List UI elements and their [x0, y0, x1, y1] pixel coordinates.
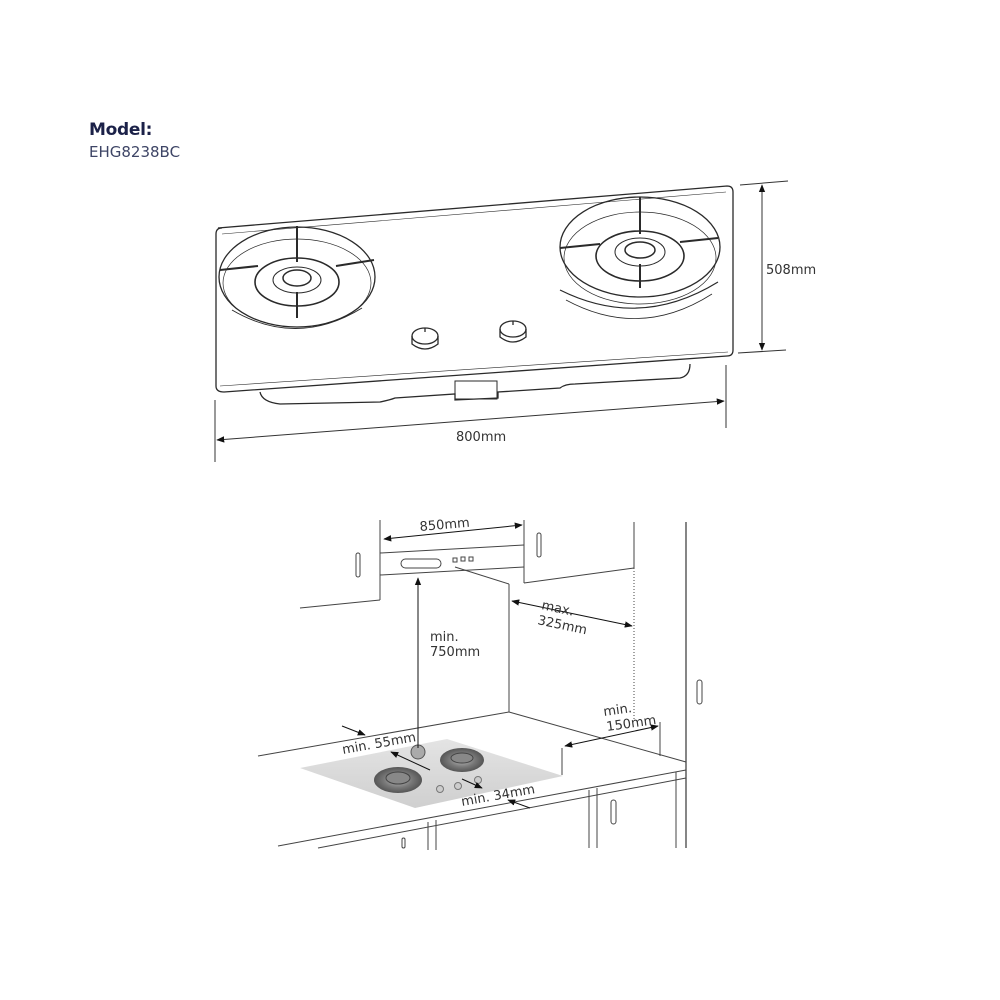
- control-knob-right: [499, 320, 527, 343]
- burner-right: [559, 196, 721, 320]
- control-knob-left: [411, 327, 439, 350]
- side-max-label-1: max.: [540, 598, 575, 619]
- dim-34-line: [461, 778, 483, 789]
- dimension-depth: [737, 180, 789, 354]
- installed-hob: [300, 739, 563, 808]
- side-min-label-2: 150mm: [605, 713, 657, 735]
- hood-height-label-1: min.: [430, 630, 459, 645]
- dim-850-line: [383, 522, 523, 542]
- hob-top-plate: [215, 185, 734, 393]
- side-min-label-1: min.: [602, 701, 632, 720]
- hob-base: [259, 363, 691, 405]
- hood-height-label-2: 750mm: [430, 645, 480, 660]
- dimension-width: [214, 365, 727, 462]
- dimension-depth-label: 508mm: [766, 263, 816, 278]
- dimension-width-label: 800mm: [456, 430, 506, 445]
- dim-325-line: [511, 599, 633, 628]
- hood-width-label: 850mm: [419, 516, 470, 535]
- hob-product-view: [215, 185, 734, 405]
- model-block: Model: EHG8238BC: [89, 120, 180, 162]
- dim-34-line-b: [507, 799, 531, 809]
- model-label: Model:: [89, 120, 153, 140]
- dim-150-line: [564, 724, 659, 748]
- installed-burner-right: [440, 748, 484, 772]
- dim-55-line-b: [390, 751, 431, 771]
- model-number: EHG8238BC: [89, 143, 181, 161]
- dim-55-line: [341, 725, 366, 736]
- installed-burner-left: [374, 767, 422, 793]
- burner-left: [218, 226, 376, 329]
